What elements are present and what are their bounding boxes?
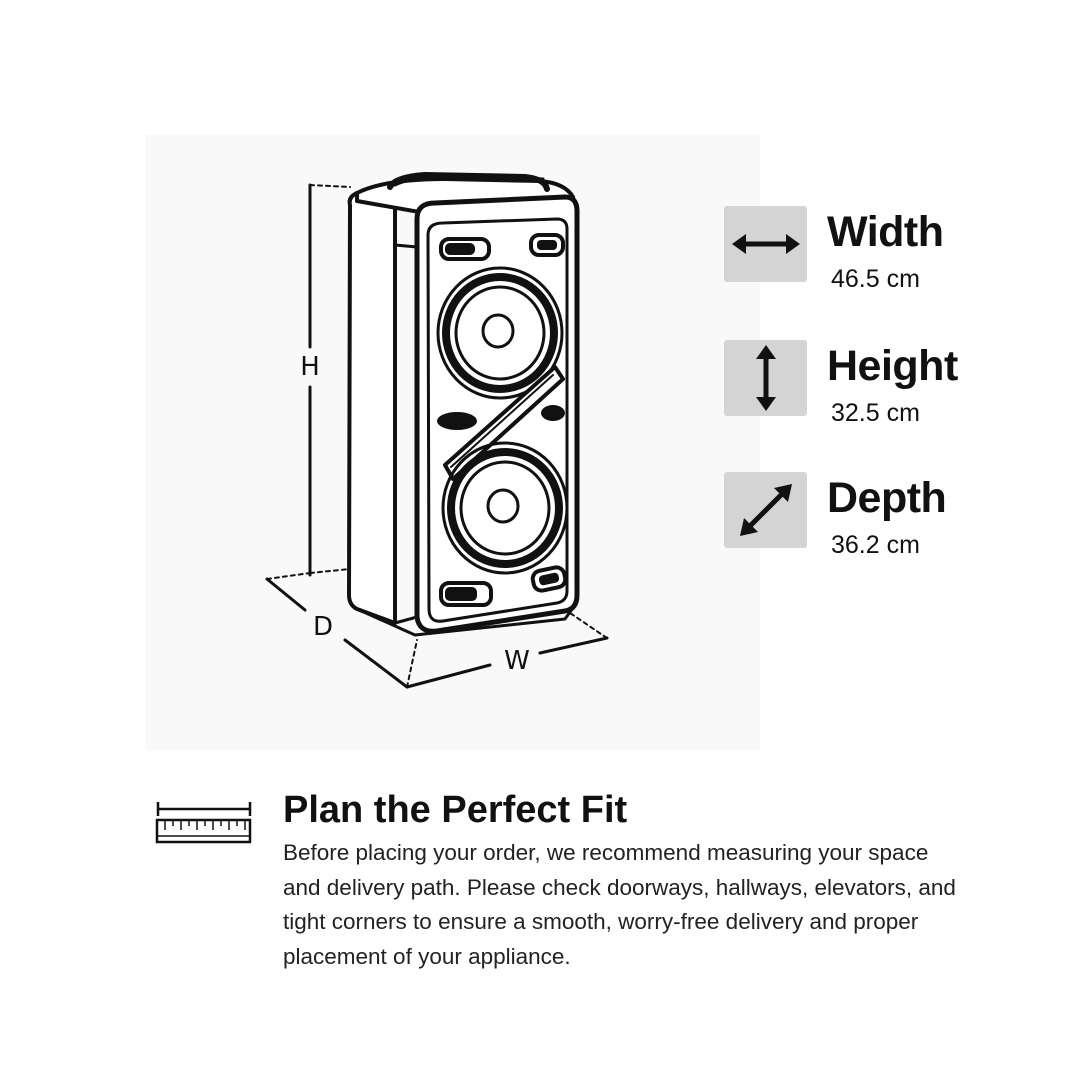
depth-spec: Depth 36.2 cm: [724, 472, 1054, 562]
vertical-double-arrow-icon: [724, 340, 807, 416]
depth-label: Depth: [827, 474, 947, 522]
width-letter: W: [504, 646, 530, 676]
fit-title: Plan the Perfect Fit: [283, 789, 628, 831]
horizontal-double-arrow-icon: [724, 206, 807, 282]
speaker-illustration-panel: H D W: [145, 135, 760, 750]
diagonal-double-arrow-icon: [724, 472, 807, 548]
depth-value: 36.2 cm: [831, 531, 920, 559]
width-label: Width: [827, 208, 944, 256]
speaker-illustration: H D W: [265, 172, 609, 689]
width-spec: Width 46.5 cm: [724, 206, 1054, 296]
height-letter: H: [300, 352, 320, 382]
ruler-icon: [155, 800, 253, 846]
fit-description: Before placing your order, we recommend …: [283, 840, 956, 969]
depth-letter: D: [313, 612, 333, 642]
height-value: 32.5 cm: [831, 399, 920, 427]
width-value: 46.5 cm: [831, 265, 920, 293]
height-label: Height: [827, 342, 958, 390]
height-spec: Height 32.5 cm: [724, 340, 1054, 430]
